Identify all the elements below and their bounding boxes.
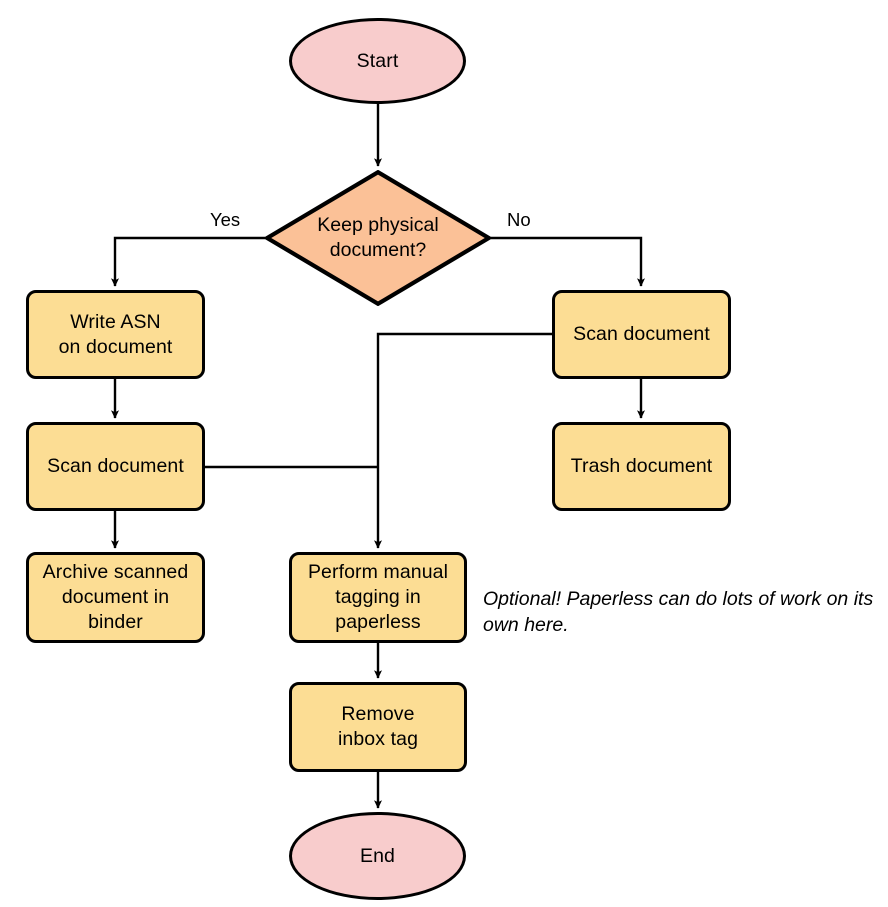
node-end[interactable]: End [289,812,466,900]
node-scan-document-right[interactable]: Scan document [552,290,731,379]
edge-label-yes: Yes [210,209,241,230]
node-label: Perform manual tagging in paperless [307,561,449,633]
node-remove-inbox-tag[interactable]: Remove inbox tag [289,682,467,772]
node-label: Keep physical document? [317,214,439,261]
node-start[interactable]: Start [289,18,466,104]
annotation-optional-note: Optional! Paperless can do lots of work … [483,588,874,636]
node-label: Archive scanned document in binder [42,561,189,633]
node-label: Scan document [47,455,184,477]
edge-keep-physical-document-to-write-asn-on-document [110,236,265,287]
edge-label-no: No [507,209,531,230]
edge-scan-document-right-to-perform-manual-tagging-in-paperless [373,332,552,549]
node-label: End [360,844,395,867]
node-scan-document-left[interactable]: Scan document [26,422,205,511]
node-keep-physical-document[interactable]: Keep physical document? [265,170,491,306]
node-trash-document[interactable]: Trash document [552,422,731,511]
node-label: Write ASN on document [58,310,173,358]
node-label: Scan document [573,323,710,345]
node-write-asn-on-document[interactable]: Write ASN on document [26,290,205,379]
node-label: Start [356,49,399,72]
decision-shape [265,170,491,306]
node-label: Remove inbox tag [337,703,419,750]
node-perform-manual-tagging-in-paperless[interactable]: Perform manual tagging in paperless [289,552,467,643]
edge-keep-physical-document-to-scan-document-right [491,236,645,287]
node-label: Trash document [570,455,713,477]
node-archive-scanned-document-in-binder[interactable]: Archive scanned document in binder [26,552,205,643]
